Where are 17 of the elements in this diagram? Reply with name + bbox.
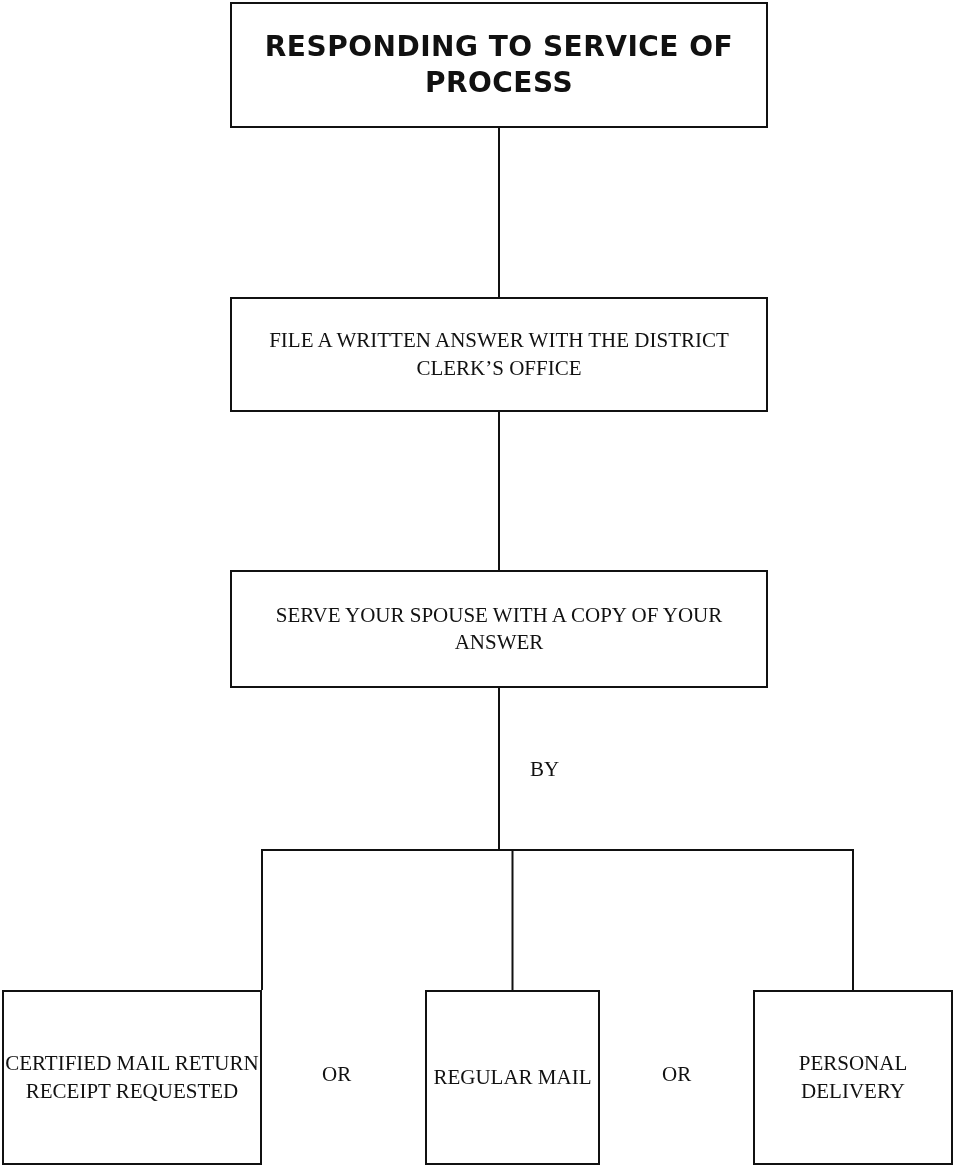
- connector-note: BY: [530, 757, 560, 782]
- connector-line: [498, 127, 500, 298]
- connector-line: [498, 411, 500, 571]
- box-text: PERSONAL DELIVERY: [797, 1050, 909, 1105]
- box-text: SERVE YOUR SPOUSE WITH A COPY OF YOUR ANSWER: [274, 601, 724, 656]
- box-text: CERTIFIED MAIL RETURN RECEIPT REQUESTED: [4, 1050, 260, 1105]
- process-box: [2, 990, 262, 1165]
- option-separator: OR: [662, 1062, 692, 1087]
- process-box: [425, 990, 600, 1165]
- option-separator: OR: [322, 1062, 352, 1087]
- process-box: [230, 570, 768, 688]
- box-text: FILE A WRITTEN ANSWER WITH THE DISTRICT CLERK’S OFFICE: [268, 327, 730, 382]
- box-text: REGULAR MAIL: [433, 1063, 592, 1091]
- title-text: RESPONDING TO SERVICE OF PROCESS: [263, 28, 735, 101]
- process-box: [230, 297, 768, 412]
- process-box: [753, 990, 953, 1165]
- title-box: [230, 2, 768, 128]
